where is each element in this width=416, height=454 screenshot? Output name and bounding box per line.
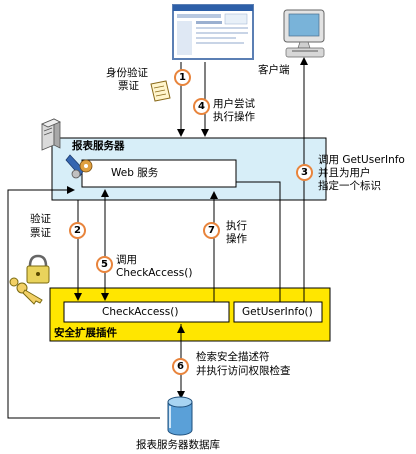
step-1-text-line-1: 身份验证	[106, 67, 148, 79]
step-4-badge: 4	[193, 98, 210, 115]
step-3-text-line-3: 指定一个标识	[318, 180, 381, 192]
db-to-server-line	[7, 186, 160, 419]
step-2-badge: 2	[69, 222, 86, 239]
ticket-icon	[150, 80, 171, 102]
step-6-text-line-2: 并执行访问权限检查	[196, 365, 291, 377]
step-2-text-line-2: 票证	[30, 227, 51, 239]
outer-loop-line	[236, 181, 281, 302]
web-service-label: Web 服务	[111, 167, 159, 179]
step-6-text-line-1: 检索安全描述符	[196, 351, 270, 363]
step-4-text-line-2: 执行操作	[213, 111, 255, 123]
step-2-text-line-1: 验证	[30, 213, 51, 225]
get-user-info-label: GetUserInfo()	[242, 306, 313, 318]
step-6-badge: 6	[172, 358, 189, 375]
step-7-text-line-1: 执行	[226, 220, 247, 232]
server-tower-icon	[41, 118, 61, 151]
step-5-text-line-1: 调用	[116, 254, 137, 266]
step-3-badge: 3	[296, 164, 313, 181]
step-5-text-line-2: CheckAccess()	[116, 267, 193, 279]
web-service-gear-icon	[65, 154, 93, 179]
security-extension-title: 安全扩展插件	[54, 327, 117, 339]
step-5-badge: 5	[96, 256, 113, 273]
step7-line	[150, 190, 214, 302]
lock-and-keys-icon	[9, 254, 50, 305]
step-4-text-line-1: 用户尝试	[213, 98, 255, 110]
browser-window-icon	[172, 4, 254, 60]
check-access-label: CheckAccess()	[102, 306, 179, 318]
check-access-box	[63, 301, 230, 323]
client-label: 客户端	[258, 64, 290, 76]
step-7-text-line-2: 操作	[226, 233, 247, 245]
database-label: 报表服务器数据库	[136, 439, 220, 451]
step-1-badge: 1	[174, 69, 191, 86]
web-service-box	[81, 159, 237, 188]
step-1-text-line-2: 票证	[118, 80, 139, 92]
get-user-info-box	[233, 301, 323, 323]
client-computer-icon	[283, 9, 325, 58]
report-server-title: 报表服务器	[72, 140, 125, 152]
step-7-badge: 7	[203, 222, 220, 239]
step-3-text-line-2: 并且为用户	[318, 167, 371, 179]
database-icon	[167, 396, 193, 436]
step-3-text-line-1: 调用 GetUserInfo	[318, 154, 405, 166]
